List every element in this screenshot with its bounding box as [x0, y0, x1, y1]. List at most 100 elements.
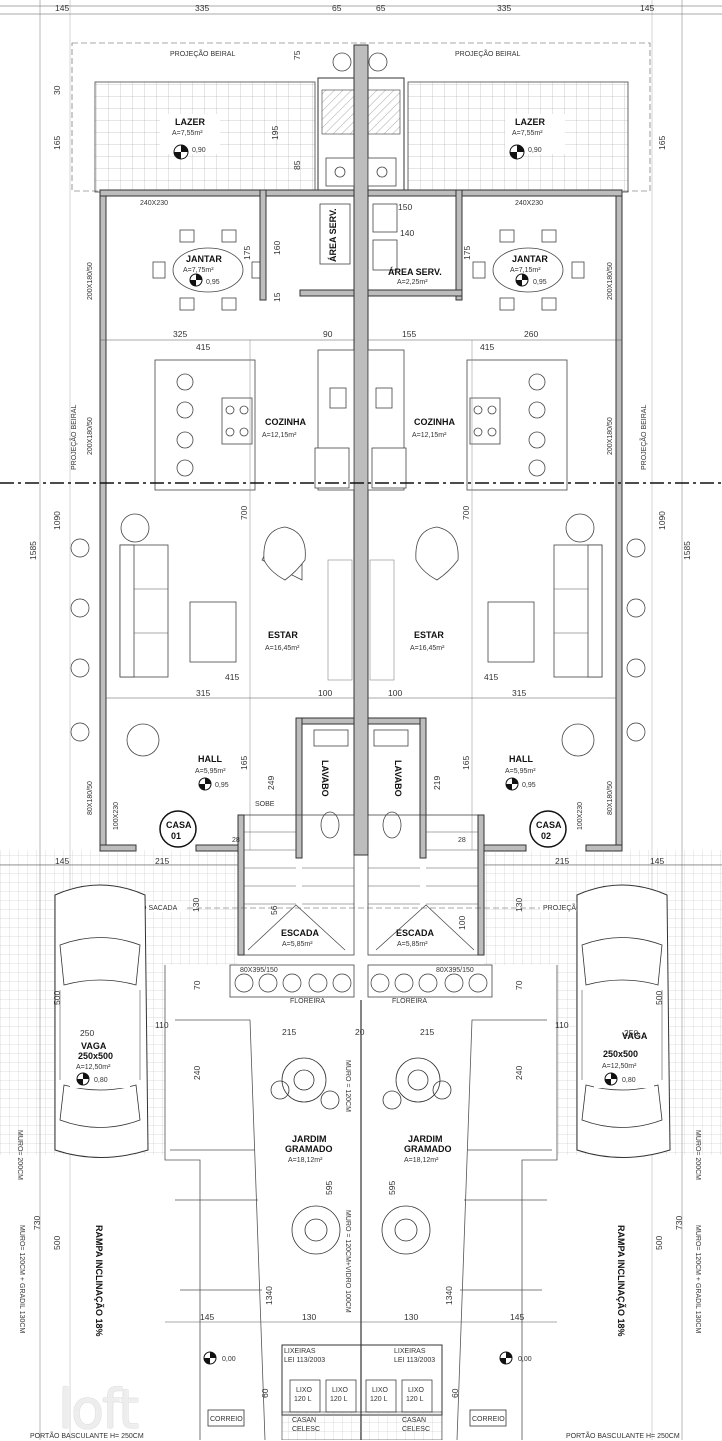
casan-right: CASAN	[402, 1417, 426, 1424]
jantar-left-level: 0,95	[206, 279, 220, 286]
window-side-left-1: 200X180/50	[87, 262, 94, 300]
area-serv-right-area: A=2,25m²	[397, 279, 428, 286]
lixo-vol-2: 120 L	[330, 1396, 348, 1403]
jardim-left-name: JARDIM	[292, 1134, 327, 1144]
dim-110-l: 110	[155, 1020, 169, 1030]
level-bottom-right: 0,00	[518, 1356, 532, 1363]
dim-130-bottom-r: 130	[404, 1312, 418, 1322]
dim-60-r: 60	[450, 1388, 460, 1398]
dim-315-r: 315	[512, 688, 526, 698]
dim-1585-r: 1585	[682, 541, 692, 560]
portao-left: PORTÃO BASCULANTE H= 250CM	[30, 1431, 144, 1440]
lixeiras-left: LIXEIRAS	[284, 1348, 316, 1355]
dim-215-l: 215	[155, 856, 169, 866]
dim-175: 175	[242, 246, 252, 260]
dim-415-estar-r: 415	[484, 672, 498, 682]
dim-700-r: 700	[461, 506, 471, 520]
cooktop-right	[469, 397, 501, 445]
beiral-label-r: PROJEÇÃO BEIRAL	[455, 49, 520, 58]
dim-1340-r: 1340	[444, 1286, 454, 1305]
jantar-right-name: JANTAR	[512, 254, 548, 264]
dim-70-r: 70	[514, 980, 524, 990]
vaga-left-level: 0,80	[94, 1077, 108, 1084]
car-left-icon	[54, 884, 149, 1158]
dim-130-bottom-l: 130	[302, 1312, 316, 1322]
estar-right-area: A=16,45m²	[410, 645, 445, 652]
dim-1340-l: 1340	[264, 1286, 274, 1305]
area-serv-right-name: ÁREA SERV.	[388, 267, 442, 277]
dim-145-bottom-l: 145	[200, 1312, 214, 1322]
jardim-left-area: A=18,12m²	[288, 1157, 323, 1164]
dim-100-stairs: 100	[457, 916, 467, 930]
side-plants	[70, 538, 646, 742]
beiral-label-l: PROJEÇÃO BEIRAL	[170, 49, 235, 58]
lazer-left-name: LAZER	[175, 117, 205, 127]
hall-left-area: A=5,95m²	[195, 768, 226, 775]
dim-145-l: 145	[55, 856, 69, 866]
dim-250-r: 250	[624, 1028, 638, 1038]
hall-right-name: HALL	[509, 754, 533, 764]
area-serv-left-name: ÁREA SERV.	[328, 208, 338, 262]
dim-165-r: 165	[657, 136, 667, 150]
rampa-right: RAMPA INCLINAÇÃO 18%	[616, 1225, 626, 1337]
window-side-left-2: 200X180/50	[87, 417, 94, 455]
level-bottom-left: 0,00	[222, 1356, 236, 1363]
vaga-left-name: VAGA	[81, 1041, 107, 1051]
ramp-paving	[164, 965, 558, 1440]
escada-left-area: A=5,85m²	[282, 941, 313, 948]
muro-side-right-2: MURO= 120CM + GRADIL 130CM	[694, 1225, 701, 1333]
dim-15: 15	[272, 292, 282, 302]
door-right: 100X230	[577, 802, 584, 830]
dim-219: 219	[432, 776, 442, 790]
hall-left-name: HALL	[198, 754, 222, 764]
lixo-1: LIXO	[296, 1387, 313, 1394]
dim-325: 325	[173, 329, 187, 339]
estar-right-name: ESTAR	[414, 630, 444, 640]
correio-left: CORREIO	[210, 1416, 243, 1423]
casa-02-line2: 02	[541, 831, 551, 841]
lazer-left-level: 0,90	[192, 147, 206, 154]
dim-top-1: 145	[55, 3, 69, 13]
casan-left: CASAN	[292, 1417, 316, 1424]
correio-right: CORREIO	[472, 1416, 505, 1423]
window-side-right-1: 200X180/50	[607, 262, 614, 300]
dim-20: 20	[355, 1027, 365, 1037]
escada-right-area: A=5,85m²	[397, 941, 428, 948]
portao-right: PORTÃO BASCULANTE H= 250CM	[566, 1431, 680, 1440]
dim-730-l: 730	[32, 1216, 42, 1230]
muro-center-2: MURO = 120CM+VIDRO 100CM	[344, 1210, 351, 1313]
beiral-side-left: PROJEÇÃO BEIRAL	[69, 405, 78, 470]
dim-90: 90	[323, 329, 333, 339]
dim-145-bottom-r: 145	[510, 1312, 524, 1322]
dim-240-r: 240	[514, 1066, 524, 1080]
dim-155: 155	[402, 329, 416, 339]
cozinha-right-name: COZINHA	[414, 417, 455, 427]
casa-01-marker	[159, 810, 197, 848]
dim-top-2: 335	[195, 3, 209, 13]
dim-top-3: 65	[332, 3, 342, 13]
hall-left-level: 0,95	[215, 782, 229, 789]
dim-100-l: 100	[318, 688, 332, 698]
garden-plants	[270, 1057, 452, 1255]
dim-1585-l: 1585	[28, 541, 38, 560]
window-side-right-2: 200X180/50	[607, 417, 614, 455]
lei-right: LEI 113/2003	[394, 1357, 435, 1364]
dim-1090-l: 1090	[52, 511, 62, 530]
dim-415-l: 415	[196, 342, 210, 352]
stairs-left	[237, 814, 355, 956]
vaga-right-name: VAGA	[622, 1031, 648, 1041]
dim-top-6: 145	[640, 3, 654, 13]
casa-02-line1: CASA	[536, 820, 562, 830]
dim-60-l: 60	[260, 1388, 270, 1398]
dim-70-l: 70	[192, 980, 202, 990]
muro-center-1: MURO = 120CM	[344, 1060, 351, 1112]
coffee-table-left	[189, 601, 237, 663]
lixeiras-block	[281, 1344, 443, 1440]
window-top-left: 240X230	[140, 200, 168, 207]
jantar-left-name: JANTAR	[186, 254, 222, 264]
dim-240-l: 240	[192, 1066, 202, 1080]
dim-215-jardim-l: 215	[282, 1027, 296, 1037]
vaga-right-size: 250x500	[603, 1049, 638, 1059]
vaga-left-size: 250x500	[78, 1051, 113, 1061]
